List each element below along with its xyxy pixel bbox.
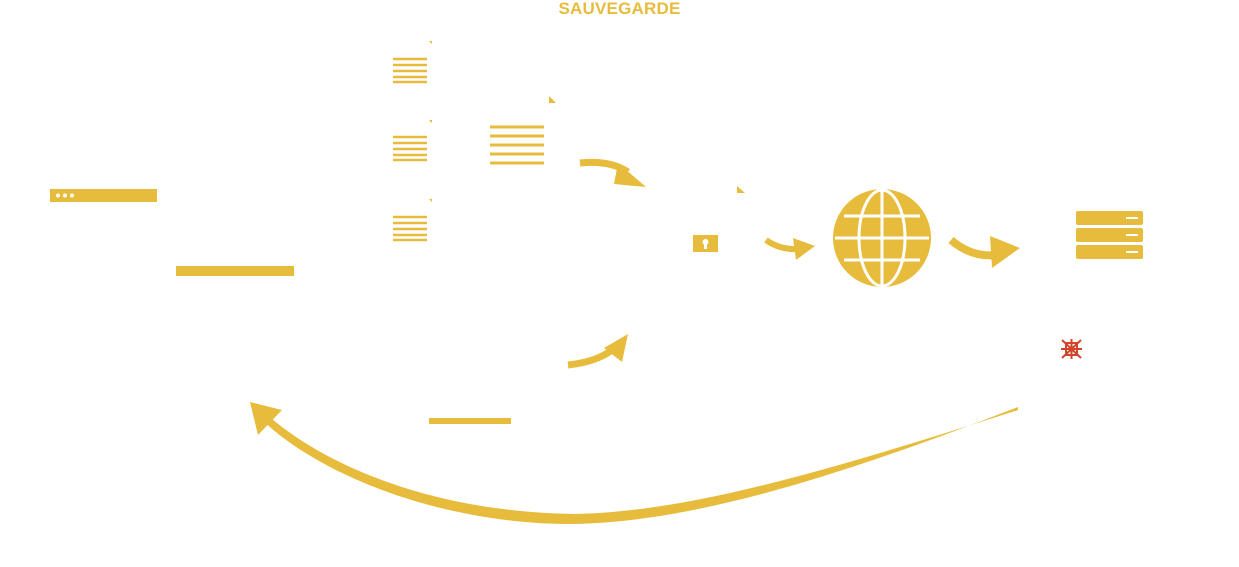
restore-arrow: [250, 402, 1018, 524]
document-icon: [393, 57, 427, 84]
browser-window-icon: [50, 189, 157, 202]
merged-document-corner: [549, 96, 556, 103]
document-icon: [393, 135, 427, 162]
laptop-base: [176, 266, 294, 276]
source-line: [429, 418, 511, 424]
arrow-to-server: [948, 236, 1020, 268]
disconnected-icon: [1061, 339, 1082, 359]
padlock-icon: [693, 186, 745, 252]
arrow-to-globe: [764, 237, 815, 260]
merged-document-icon: [490, 125, 544, 165]
arrow-to-lock-lower: [567, 334, 628, 369]
server-icon: [1076, 211, 1143, 259]
arrow-to-lock-upper: [579, 158, 646, 187]
document-icon: [393, 215, 427, 242]
diagram-title: SAUVEGARDE: [558, 0, 681, 18]
document-corner-marks: [429, 41, 432, 202]
globe-icon: [833, 188, 931, 288]
